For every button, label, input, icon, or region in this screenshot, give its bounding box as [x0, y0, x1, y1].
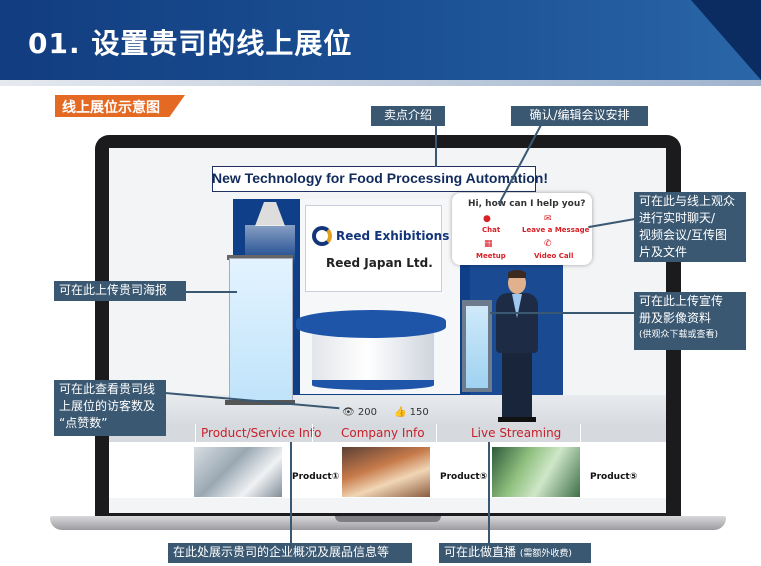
- chat-greeting: Hi, how can I help you?: [468, 199, 586, 209]
- callout-company-info: 在此处展示贵司的企业概况及展品信息等: [168, 543, 412, 563]
- callout-brochure-note: (供观众下载或查看): [639, 330, 719, 340]
- header-corner-decoration: [691, 0, 761, 80]
- company-logo-board[interactable]: [305, 205, 442, 292]
- like-count[interactable]: 👍 150: [394, 407, 429, 418]
- chat-action-meetup[interactable]: Meetup: [476, 252, 506, 260]
- booth-floor: [109, 395, 666, 425]
- callout-visitors-line: 上展位的访客数及: [59, 399, 156, 413]
- callout-visitors-line: 可在此查看贵司线: [59, 382, 156, 396]
- connector-line: [488, 442, 490, 544]
- tab-separator: [195, 424, 196, 442]
- product-label[interactable]: Product⑤: [590, 472, 638, 482]
- mail-icon[interactable]: ✉: [544, 214, 552, 224]
- staff-figure-hair: [508, 270, 526, 278]
- callout-poster: 可在此上传贵司海报: [54, 281, 186, 301]
- tab-separator: [580, 424, 581, 442]
- phone-icon[interactable]: ✆: [544, 239, 552, 249]
- section-tag: 线上展位示意图: [62, 100, 160, 116]
- callout-brochure: 可在此上传宣传 册及影像资料 (供观众下载或查看): [634, 292, 746, 350]
- callout-visitors: 可在此查看贵司线 上展位的访客数及 “点赞数”: [54, 380, 166, 436]
- header-divider: [0, 80, 761, 86]
- staff-figure-shoes: [498, 417, 536, 422]
- brochure-display: [466, 306, 488, 388]
- tab-live-streaming[interactable]: Live Streaming: [471, 426, 562, 440]
- chat-action-video-call[interactable]: Video Call: [534, 252, 574, 260]
- product-label[interactable]: Product①: [292, 472, 340, 482]
- chat-popup: [452, 193, 592, 265]
- counter-stripe: [312, 380, 434, 390]
- view-count: 👁 200: [342, 407, 377, 418]
- connector-line: [490, 312, 636, 314]
- chat-action-message[interactable]: Leave a Message: [522, 226, 590, 234]
- poster-stand-top: [227, 255, 293, 260]
- callout-chat-line: 片及文件: [639, 245, 688, 259]
- eye-icon: 👁: [342, 407, 355, 418]
- product-label[interactable]: Product⑤: [440, 472, 488, 482]
- poster-stand[interactable]: [229, 258, 293, 405]
- header-bar: [0, 0, 761, 80]
- reed-logo-icon: [312, 226, 332, 246]
- booth-headline-sign: [212, 166, 536, 192]
- chat-action-chat[interactable]: Chat: [482, 226, 501, 234]
- booth-tab-bar: [109, 424, 666, 442]
- poster-stand-foot: [225, 400, 295, 405]
- tab-company-info[interactable]: Company Info: [341, 426, 425, 440]
- tab-separator: [312, 424, 313, 442]
- booth-headline: New Technology for Food Processing Autom…: [212, 170, 549, 186]
- tab-product-service-info[interactable]: Product/Service Info: [201, 426, 322, 440]
- product-image[interactable]: [194, 447, 282, 497]
- callout-chat-line: 视频会议/互传图: [639, 228, 728, 242]
- counter-top: [296, 310, 446, 338]
- staff-figure-shirt: [512, 294, 522, 318]
- callout-chat-line: 进行实时聊天/: [639, 211, 716, 225]
- callout-chat: 可在此与线上观众 进行实时聊天/ 视频会议/互传图 片及文件: [634, 192, 746, 262]
- callout-live-note: (需额外收费): [519, 549, 572, 559]
- connector-line: [290, 442, 292, 544]
- laptop-notch: [335, 516, 441, 522]
- callout-chat-line: 可在此与线上观众: [639, 194, 736, 208]
- staff-figure-legs: [502, 350, 532, 420]
- callout-live-main: 可在此做直播: [444, 545, 517, 559]
- product-image[interactable]: [342, 447, 430, 497]
- chat-icon[interactable]: ●: [483, 214, 491, 224]
- page-title: 01. 设置贵司的线上展位: [28, 27, 353, 60]
- laptop-base: [50, 516, 726, 530]
- thumbs-up-icon[interactable]: 👍: [394, 407, 407, 418]
- callout-visitors-line: “点赞数”: [59, 416, 108, 430]
- product-image[interactable]: [492, 447, 580, 497]
- section-tag-background: [55, 95, 185, 117]
- callout-live-streaming: 可在此做直播 (需额外收费): [439, 543, 591, 563]
- logo-company-name: Reed Japan Ltd.: [326, 256, 433, 270]
- callout-brochure-line: 可在此上传宣传: [639, 294, 724, 308]
- connector-line: [435, 125, 437, 167]
- logo-brand-text: Reed Exhibitions: [336, 229, 450, 243]
- tab-separator: [436, 424, 437, 442]
- calendar-icon[interactable]: ▦: [484, 239, 493, 249]
- callout-brochure-line: 册及影像资料: [639, 311, 712, 325]
- callout-confirm-meeting: 确认/编辑会议安排: [511, 106, 648, 126]
- connector-line: [185, 291, 237, 293]
- callout-selling-point: 卖点介绍: [371, 106, 445, 126]
